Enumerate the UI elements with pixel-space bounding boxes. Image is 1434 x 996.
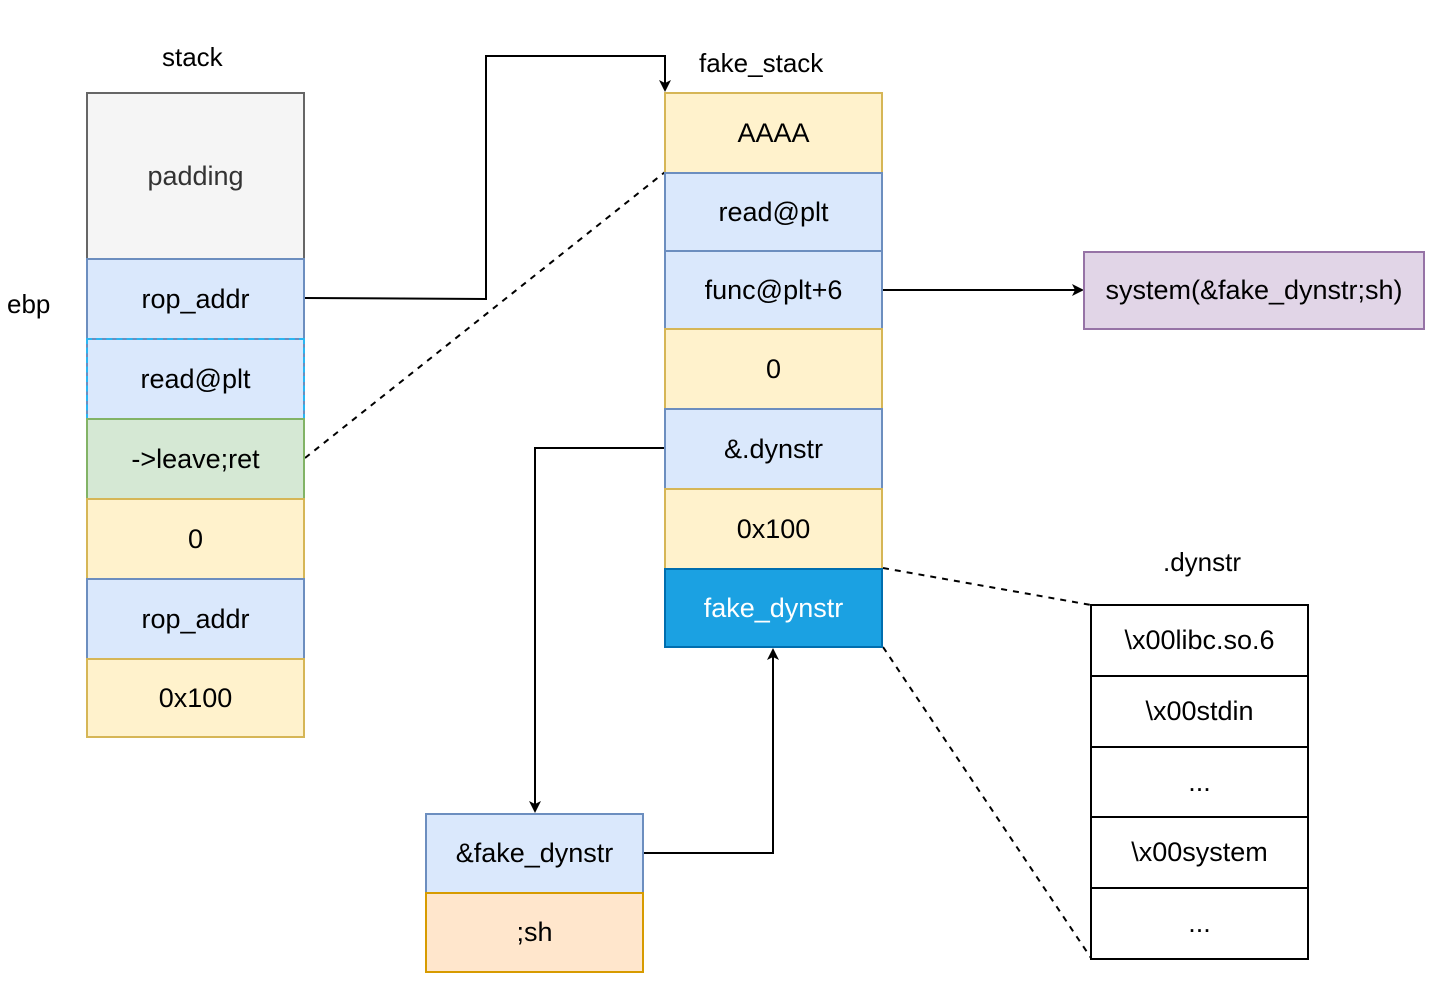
fake-stack-cell-dynstr-ref: &.dynstr (664, 408, 883, 490)
fake-stack-cell-fake-dynstr: fake_dynstr (664, 568, 883, 648)
fake-stack-title: fake_stack (699, 48, 824, 78)
stack-title: stack (162, 42, 223, 72)
dynstr-title: .dynstr (1163, 547, 1242, 577)
dynstr-cell-ellipsis-2: ... (1090, 887, 1309, 960)
stack-cell-rop-addr-2: rop_addr (86, 578, 305, 660)
fake-stack-cell-read-plt: read@plt (664, 172, 883, 252)
stack-cell-read-plt[interactable]: read@plt (86, 338, 305, 420)
arrow-dynstr-to-fake-dynstr-block (529, 447, 665, 813)
dashed-dynstr-bottom (882, 646, 1092, 959)
dynstr-cell-ellipsis-1: ... (1090, 746, 1309, 818)
fake-stack-cell-aaaa: AAAA (664, 92, 883, 174)
stack-cell-rop-addr: rop_addr (86, 258, 305, 340)
arrow-fake-dynstr-ref (643, 648, 779, 854)
arrow-rop-to-fake-stack (304, 55, 671, 301)
dashed-dynstr-top (882, 567, 1092, 606)
fake-dynstr-ref-cell: &fake_dynstr (425, 813, 644, 894)
fake-stack-cell-0x100: 0x100 (664, 488, 883, 570)
fake-stack-cell-func-plt: func@plt+6 (664, 250, 883, 330)
dynstr-cell-libc: \x00libc.so.6 (1090, 604, 1309, 677)
ebp-label: ebp (7, 289, 51, 319)
dynstr-cell-stdin: \x00stdin (1090, 675, 1309, 748)
stack-cell-padding: padding (86, 92, 305, 260)
stack-cell-leave-ret: ->leave;ret (86, 418, 305, 500)
dashed-leave-ret (304, 171, 666, 459)
fake-stack-cell-zero: 0 (664, 328, 883, 410)
sh-cell: ;sh (425, 892, 644, 973)
system-call-box: system(&fake_dynstr;sh) (1083, 251, 1425, 330)
stack-cell-0x100: 0x100 (86, 658, 305, 738)
dynstr-cell-system: \x00system (1090, 816, 1309, 889)
stack-cell-zero: 0 (86, 498, 305, 580)
